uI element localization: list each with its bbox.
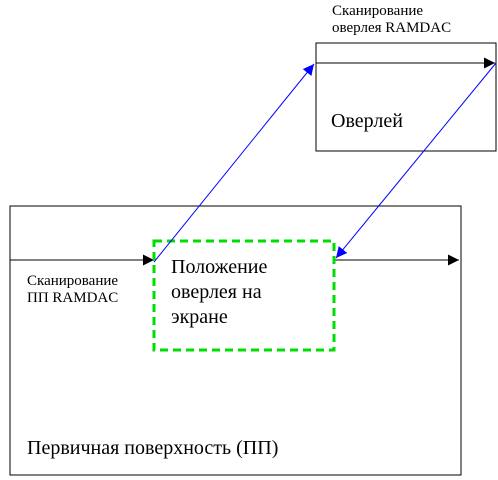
primary-scan-label: Сканирование ПП RAMDAC bbox=[27, 273, 119, 306]
primary-surface-box bbox=[9, 205, 462, 476]
overlay-box bbox=[315, 42, 497, 152]
overlay-position-label: Положение оверлея на экране bbox=[171, 256, 268, 328]
overlay-position-box bbox=[152, 239, 336, 352]
overlay-label: Оверлей bbox=[331, 110, 403, 132]
mapping-arrow-to-overlay bbox=[153, 63, 315, 263]
primary-surface-label: Первичная поверхность (ПП) bbox=[27, 437, 279, 459]
mapping-arrow-to-screen bbox=[335, 62, 497, 259]
overlay-scan-label: Сканирование оверлея RAMDAC bbox=[332, 3, 452, 36]
